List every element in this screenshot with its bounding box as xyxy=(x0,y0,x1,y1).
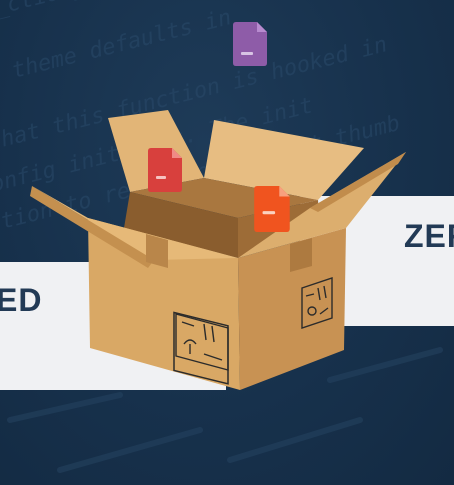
purple-file-icon xyxy=(233,22,267,66)
right-banner-text: ZER xyxy=(404,218,454,254)
orange-file-icon xyxy=(254,186,290,232)
code-line: theme defaults in xyxy=(9,5,234,84)
code-line: _ction_ xyxy=(0,0,88,21)
red-file-icon xyxy=(148,148,182,192)
cardboard-box-icon xyxy=(30,110,406,390)
left-banner-text: ED xyxy=(0,282,43,318)
